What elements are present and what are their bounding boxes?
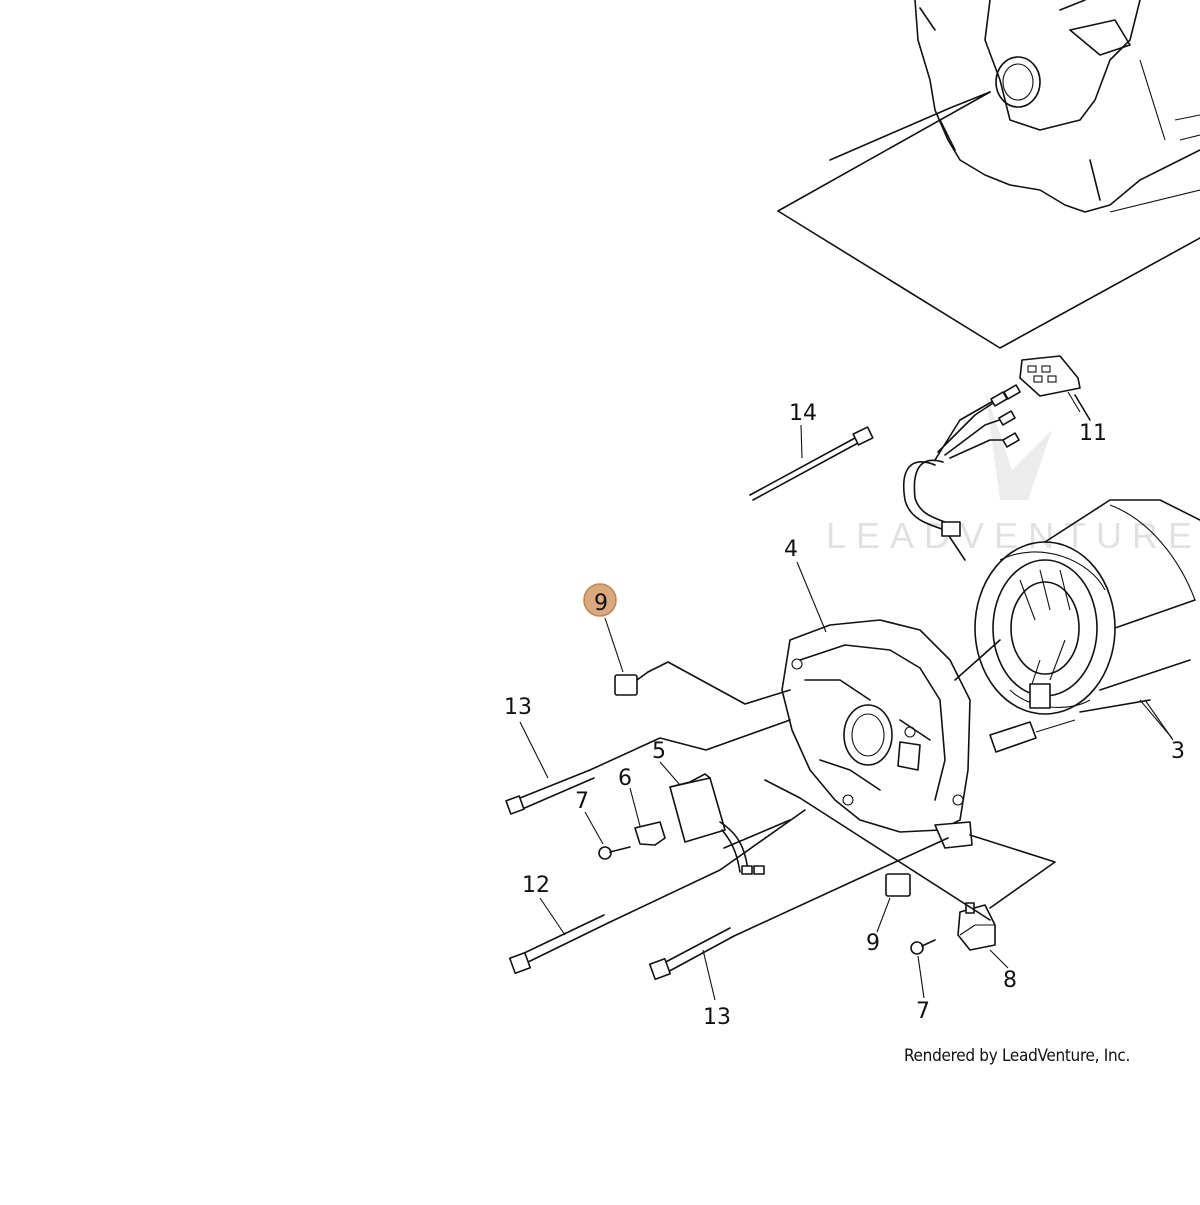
watermark-text: LEADVENTURE [826, 515, 1200, 556]
part-connector [1019, 355, 1081, 413]
render-credit: Rendered by LeadVenture, Inc. [904, 1046, 1131, 1066]
assembly-guide-lines [777, 91, 1200, 349]
part-cable-tie [749, 426, 874, 501]
callout-label[interactable]: 14 [789, 401, 817, 426]
callout-label[interactable]: 7 [916, 999, 930, 1024]
callout-label[interactable]: 5 [652, 739, 666, 764]
part-housing [781, 619, 973, 849]
part-clamp [634, 821, 666, 846]
callout-label[interactable]: 6 [618, 766, 632, 791]
watermark: LEADVENTURE [826, 390, 1200, 556]
part-bracket [957, 902, 996, 951]
callout-label[interactable]: 7 [575, 789, 589, 814]
part-regulator [669, 773, 765, 875]
highlight-marker[interactable] [583, 583, 617, 617]
part-bushing [614, 671, 911, 897]
callout-label[interactable]: 8 [1003, 968, 1017, 993]
wire-harness [903, 384, 1021, 561]
leader-lines [589, 394, 1091, 937]
engine-case-drawing [914, 0, 1200, 213]
callout-label[interactable]: 4 [784, 537, 798, 562]
callout-labels: 14 11 4 9 13 5 6 7 12 13 9 7 8 3 [504, 401, 1185, 1030]
part-screw [598, 846, 936, 955]
callout-label[interactable]: 13 [703, 1005, 731, 1030]
callout-label[interactable]: 3 [1171, 739, 1185, 764]
callout-label[interactable]: 9 [866, 931, 880, 956]
callout-label[interactable]: 9 [594, 591, 608, 616]
callout-label[interactable]: 12 [522, 873, 550, 898]
callout-label[interactable]: 13 [504, 695, 532, 720]
callout-label[interactable]: 11 [1079, 421, 1107, 446]
part-bolt [505, 769, 735, 981]
callout-leaders [519, 424, 1174, 1001]
part-stator [974, 499, 1200, 753]
